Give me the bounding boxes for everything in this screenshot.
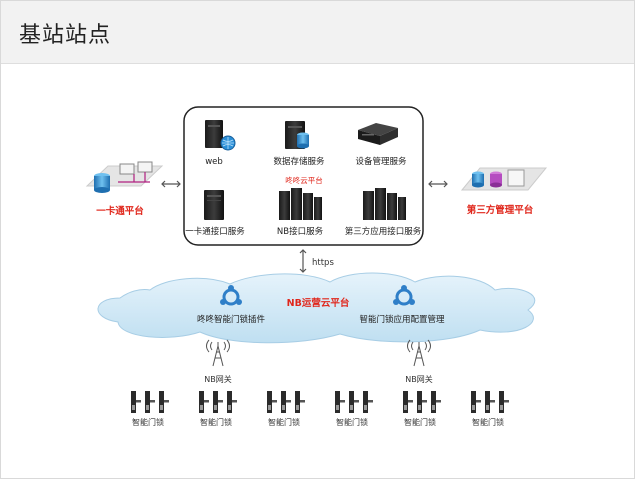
smart-lock-label: 智能门锁 [472, 417, 504, 427]
smart-lock-label: 智能门锁 [404, 417, 436, 427]
smart-lock-label: 智能门锁 [336, 417, 368, 427]
smart-lock-icon [131, 391, 169, 413]
gateway-label-right: NB网关 [405, 374, 432, 384]
smart-lock-label: 智能门锁 [268, 417, 300, 427]
card-interface-label: 一卡通接口服务 [185, 226, 245, 237]
third-party-platform-icon [460, 167, 548, 191]
nb-gateway-tower-icon [206, 339, 230, 367]
left-double-arrow-icon [161, 180, 181, 188]
smart-lock-icon [267, 391, 305, 413]
right-double-arrow-icon [428, 180, 448, 188]
web-label: web [205, 157, 223, 167]
nb-server-cluster-icon [279, 188, 322, 220]
third-party-interface-label: 第三方应用接口服务 [345, 226, 422, 237]
smart-lock-label: 智能门锁 [132, 417, 164, 427]
smart-lock-icon [471, 391, 509, 413]
rack-server-icon [358, 123, 398, 145]
card-interface-server-icon [204, 190, 224, 220]
smart-lock-icon [199, 391, 237, 413]
https-double-arrow-icon [299, 249, 307, 273]
third-party-server-cluster-icon [363, 188, 406, 220]
page-title: 基站站点 [19, 23, 112, 48]
nb-cloud-shape [97, 272, 536, 344]
database-server-icon [285, 121, 309, 149]
device-service-label: 设备管理服务 [355, 156, 407, 167]
https-label: https [312, 258, 334, 268]
gateway-label-left: NB网关 [204, 374, 231, 384]
smart-lock-icon [403, 391, 441, 413]
nb-cloud-label: NB运营云平台 [287, 297, 350, 309]
plugin-node-icon [220, 285, 242, 306]
smart-lock-label: 智能门锁 [200, 417, 232, 427]
nb-interface-label: NB接口服务 [277, 226, 324, 237]
header-bar: 基站站点 [1, 1, 634, 64]
web-server-icon [205, 120, 236, 151]
nb-gateway-tower-icon [407, 339, 431, 367]
third-party-platform-label: 第三方管理平台 [467, 204, 534, 216]
cloud-platform-label: 咚咚云平台 [285, 175, 323, 185]
card-platform-label: 一卡通平台 [96, 205, 144, 217]
plugin-node-label: 咚咚智能门锁插件 [197, 314, 266, 325]
card-platform-icon [85, 161, 164, 193]
smart-lock-icon [335, 391, 373, 413]
smart-lock-row: 智能门锁 智能门锁 智能门锁 智能门锁 智能门锁 智能门锁 [131, 391, 509, 427]
config-node-icon [393, 285, 415, 306]
config-node-label: 智能门锁应用配置管理 [359, 314, 445, 325]
storage-service-label: 数据存储服务 [273, 156, 325, 167]
